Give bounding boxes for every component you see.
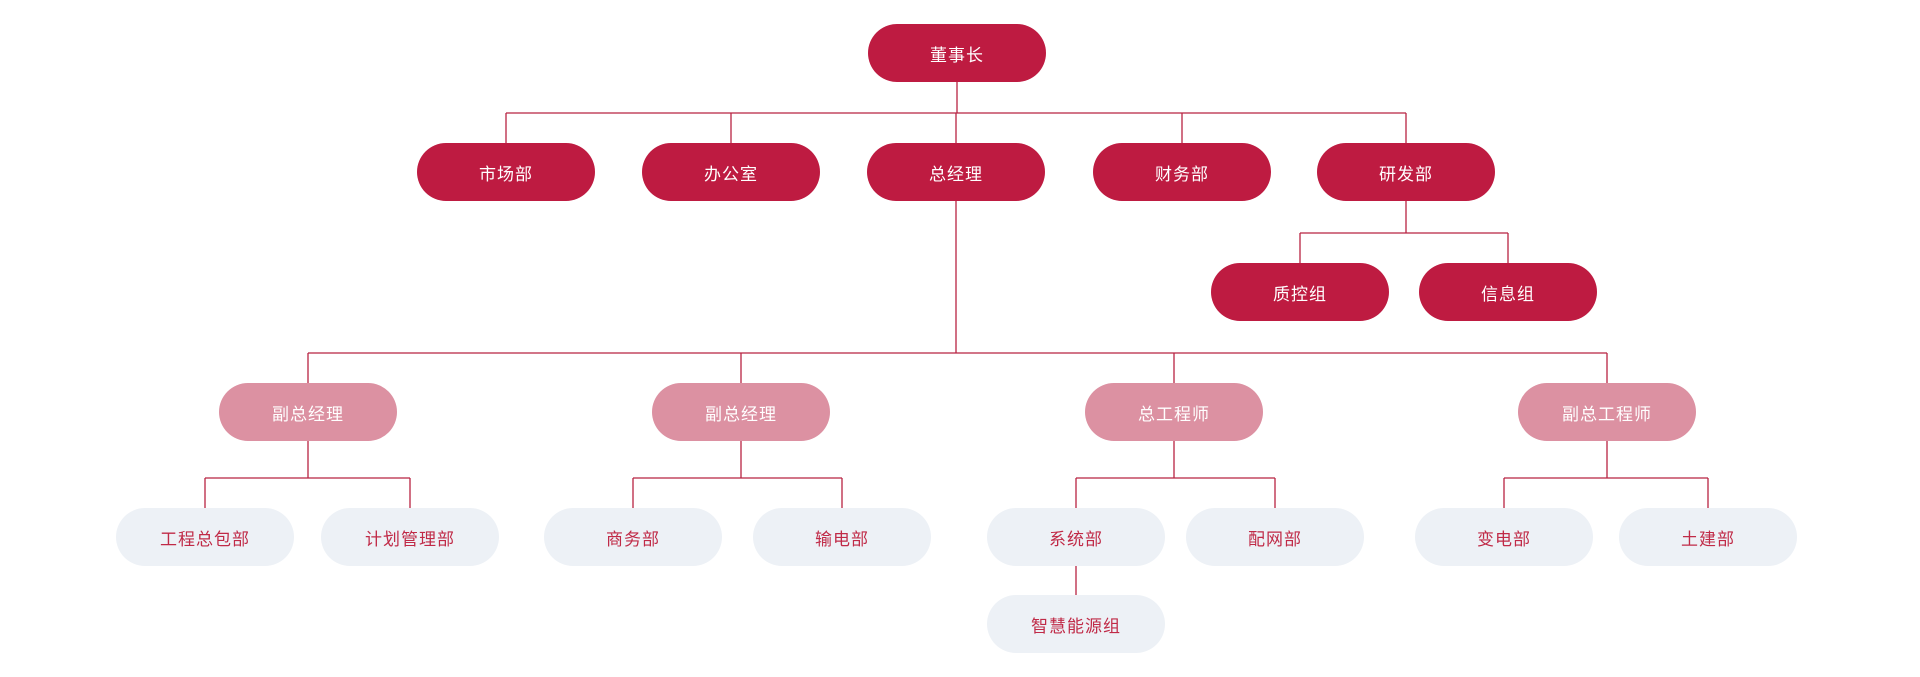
org-node-substation-dept: 变电部 <box>1415 508 1593 566</box>
org-node-finance: 财务部 <box>1093 143 1271 201</box>
org-node-rnd: 研发部 <box>1317 143 1495 201</box>
org-node-deputy-chief-eng: 副总工程师 <box>1518 383 1696 441</box>
org-node-transmission-dept: 输电部 <box>753 508 931 566</box>
org-node-system-dept: 系统部 <box>987 508 1165 566</box>
org-node-smart-energy: 智慧能源组 <box>987 595 1165 653</box>
org-node-info: 信息组 <box>1419 263 1597 321</box>
org-node-chairman: 董事长 <box>868 24 1046 82</box>
org-node-epc-dept: 工程总包部 <box>116 508 294 566</box>
org-node-business-dept: 商务部 <box>544 508 722 566</box>
org-node-marketing: 市场部 <box>417 143 595 201</box>
org-node-chief-eng: 总工程师 <box>1085 383 1263 441</box>
org-node-deputy-gm-1: 副总经理 <box>219 383 397 441</box>
org-node-planning-dept: 计划管理部 <box>321 508 499 566</box>
org-node-civil-dept: 土建部 <box>1619 508 1797 566</box>
org-node-deputy-gm-2: 副总经理 <box>652 383 830 441</box>
org-node-gm: 总经理 <box>867 143 1045 201</box>
org-node-qc: 质控组 <box>1211 263 1389 321</box>
org-node-distribution-dept: 配网部 <box>1186 508 1364 566</box>
org-node-office: 办公室 <box>642 143 820 201</box>
